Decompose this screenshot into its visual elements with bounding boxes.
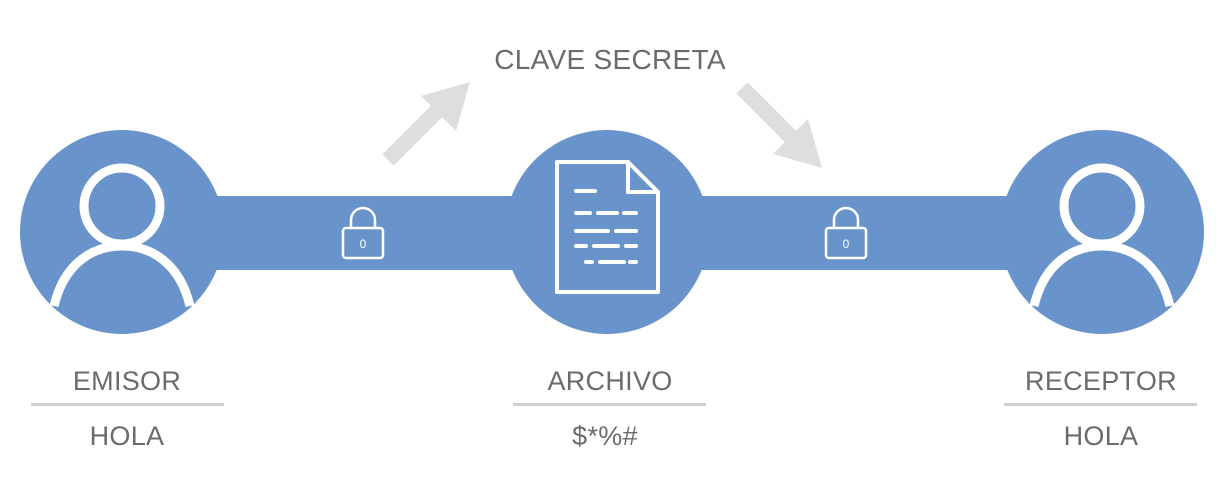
divider [31, 403, 224, 406]
file-value: $*%# [572, 421, 638, 451]
receiver-node [1000, 130, 1204, 334]
receiver-name: RECEPTOR [1025, 366, 1177, 396]
divider [1004, 403, 1197, 406]
padlock-label: 0 [360, 237, 367, 251]
file-name: ARCHIVO [547, 366, 673, 396]
padlock-icon [824, 206, 868, 260]
arrow-down-right-icon [736, 82, 822, 168]
receiver-value: HOLA [1063, 421, 1139, 451]
sender-name: EMISOR [72, 366, 182, 396]
arrow-up-right-icon [382, 82, 470, 166]
diagram-title: CLAVE SECRETA [494, 44, 726, 75]
divider [513, 403, 706, 406]
user-icon [1029, 163, 1175, 308]
padlock-label: 0 [843, 237, 850, 251]
sender-value: HOLA [89, 421, 165, 451]
document-icon [555, 160, 660, 294]
user-icon [49, 163, 195, 308]
sender-node [20, 130, 224, 334]
padlock-icon [341, 206, 385, 260]
